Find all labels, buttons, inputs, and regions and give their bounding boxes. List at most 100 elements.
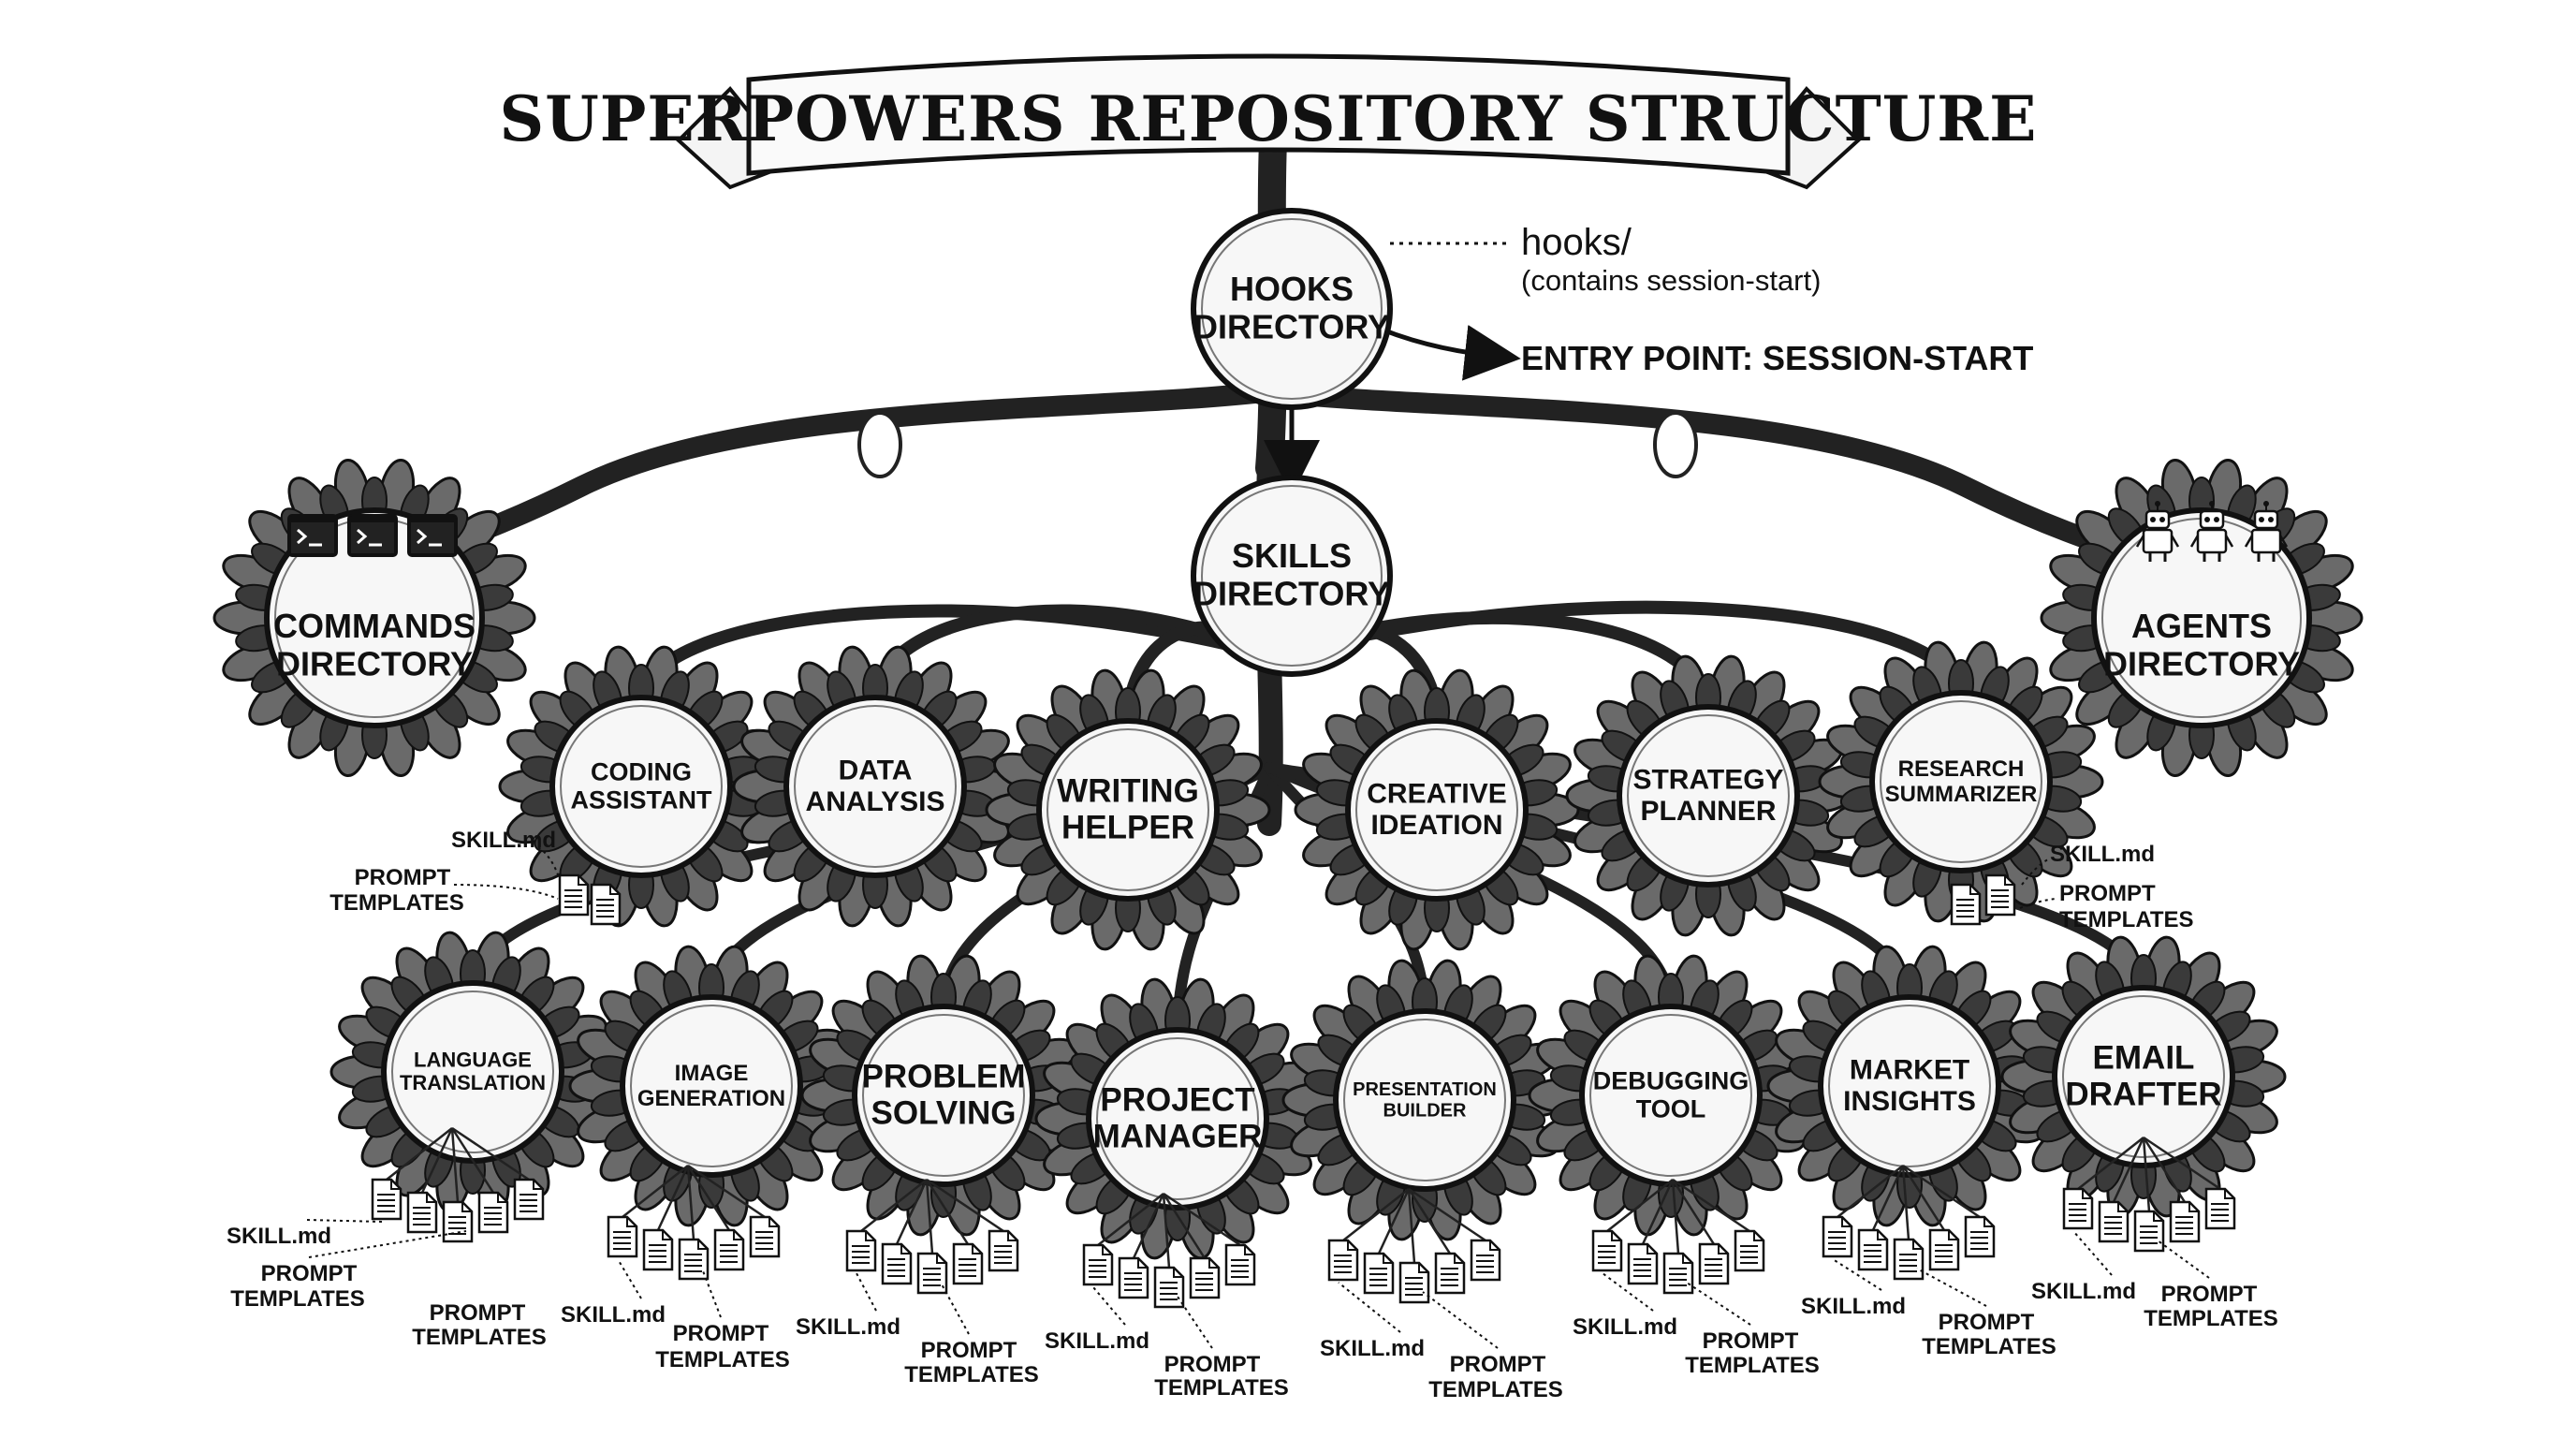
- prompt-templates-label-1: PROMPT: [355, 865, 451, 890]
- skill-node-coding-assistant-circle: [549, 695, 733, 878]
- root-line: [926, 1178, 1004, 1233]
- skill-node-writing-helper-label-1: WRITING: [1057, 772, 1199, 809]
- robot-icon: [2244, 501, 2289, 562]
- root-line: [1163, 1192, 1241, 1247]
- file-icon: [988, 1229, 1019, 1272]
- file-icon: [916, 1252, 948, 1295]
- root-line: [1671, 1179, 1716, 1245]
- prompt-templates-label-2: TEMPLATES: [329, 890, 464, 916]
- prompt-templates-label-1: PROMPT: [921, 1338, 1017, 1363]
- root-line: [1097, 1193, 1164, 1246]
- skill-node-problem-solving-label-1: PROBLEM: [862, 1058, 1026, 1094]
- skill-node-research-summarizer-inner-ring: [1880, 700, 2042, 863]
- prompt-templates-label-2: TEMPLATES: [2059, 907, 2194, 932]
- prompt-templates-label-2: TEMPLATES: [1922, 1334, 2056, 1359]
- root-line: [2112, 1137, 2145, 1203]
- root-line: [1837, 1165, 1904, 1218]
- commands-directory-node-label-1: COMMANDS: [273, 607, 476, 645]
- root-line: [450, 1127, 460, 1203]
- skill-node-project-manager-circle: [1086, 1027, 1269, 1211]
- file-icon: [590, 883, 622, 926]
- file-groups: SKILL.mdPROMPTTEMPLATESSKILL.mdPROMPTTEM…: [227, 828, 2278, 1402]
- skill-node-image-generation-inner-ring: [630, 1005, 793, 1167]
- root-line: [1162, 1193, 1171, 1269]
- root-line: [1901, 1165, 1910, 1240]
- skill-node-email-drafter-inner-ring: [2062, 995, 2225, 1158]
- skill-node-research-summarizer-circle: [1869, 690, 2053, 873]
- root-line: [386, 1127, 453, 1181]
- skill-node-debugging-tool-label-1: DEBUGGING: [1593, 1066, 1749, 1094]
- skill-md-label: SKILL.md: [1320, 1336, 1425, 1361]
- root-line: [1132, 1193, 1165, 1259]
- terminal-icon: [287, 514, 338, 557]
- hooks-note-contents: (contains session-start): [1521, 264, 1821, 297]
- file-icon: [713, 1228, 745, 1271]
- skill-node-data-analysis-label-2: ANALYSIS: [806, 786, 945, 817]
- robot-icon: [2189, 501, 2234, 562]
- skill-node-strategy-planner-label-2: PLANNER: [1640, 796, 1776, 827]
- skill-node-data-analysis-inner-ring: [794, 705, 957, 868]
- root-line: [451, 1126, 530, 1181]
- file-icon: [513, 1178, 545, 1221]
- skill-node-email-drafter-label-1: EMAIL: [2093, 1039, 2195, 1076]
- root-line: [1407, 1188, 1416, 1264]
- prompt-templates-label-2: TEMPLATES: [1428, 1377, 1563, 1402]
- file-icon: [558, 873, 590, 917]
- agents-directory-node-label-1: AGENTS: [2131, 607, 2272, 645]
- file-icon: [1857, 1228, 1889, 1271]
- root-line: [1606, 1179, 1674, 1232]
- prompt-templates-label-1: PROMPT: [1450, 1352, 1546, 1377]
- skill-node-creative-ideation-label-1: CREATIVE: [1367, 779, 1506, 810]
- root-line: [1902, 1164, 1981, 1219]
- file-icon: [1928, 1228, 1960, 1271]
- skill-node-research-summarizer-label-2: SUMMARIZER: [1885, 782, 2038, 807]
- file-icon: [1118, 1256, 1149, 1299]
- skill-node-presentation-builder-label-1: PRESENTATION: [1353, 1079, 1497, 1100]
- root-line: [420, 1127, 454, 1194]
- file-icon: [2062, 1187, 2094, 1230]
- file-icon: [749, 1215, 781, 1258]
- root-line: [1901, 1165, 1946, 1231]
- page-title: SUPERPOWERS REPOSITORY STRUCTURE: [500, 82, 2038, 155]
- skill-md-label: SKILL.md: [796, 1314, 900, 1340]
- skill-node-project-manager-label-1: PROJECT: [1100, 1081, 1254, 1118]
- skill-node-project-manager-label-2: MANAGER: [1093, 1119, 1263, 1155]
- robot-icon: [2135, 501, 2180, 562]
- prompt-templates-label-2: TEMPLATES: [904, 1362, 1039, 1387]
- root-line: [622, 1165, 689, 1218]
- entry-point-label: ENTRY POINT: SESSION-START: [1521, 339, 2033, 377]
- skill-node-creative-ideation-inner-ring: [1355, 728, 1518, 891]
- file-icon: [2204, 1187, 2236, 1230]
- file-icon: [1153, 1266, 1185, 1309]
- root-line: [1641, 1179, 1675, 1245]
- skill-node-market-insights-label-2: INSIGHTS: [1843, 1086, 1976, 1117]
- commands-directory-node-label-2: DIRECTORY: [276, 644, 473, 682]
- root-line: [925, 1179, 970, 1245]
- skill-node-project-manager-inner-ring: [1096, 1037, 1259, 1200]
- file-icon: [1950, 883, 1982, 926]
- agents-directory-node-circle: [2091, 507, 2312, 728]
- root-line: [2143, 1136, 2221, 1191]
- file-icon: [1893, 1238, 1925, 1281]
- file-icon: [607, 1215, 638, 1258]
- file-icon: [1434, 1252, 1466, 1295]
- skill-md-label: SKILL.md: [451, 828, 556, 853]
- skills-directory-node-circle: [1191, 475, 1393, 677]
- root-line: [656, 1165, 690, 1231]
- file-icon: [1189, 1256, 1221, 1299]
- file-icon: [881, 1242, 913, 1285]
- root-line: [1162, 1193, 1207, 1259]
